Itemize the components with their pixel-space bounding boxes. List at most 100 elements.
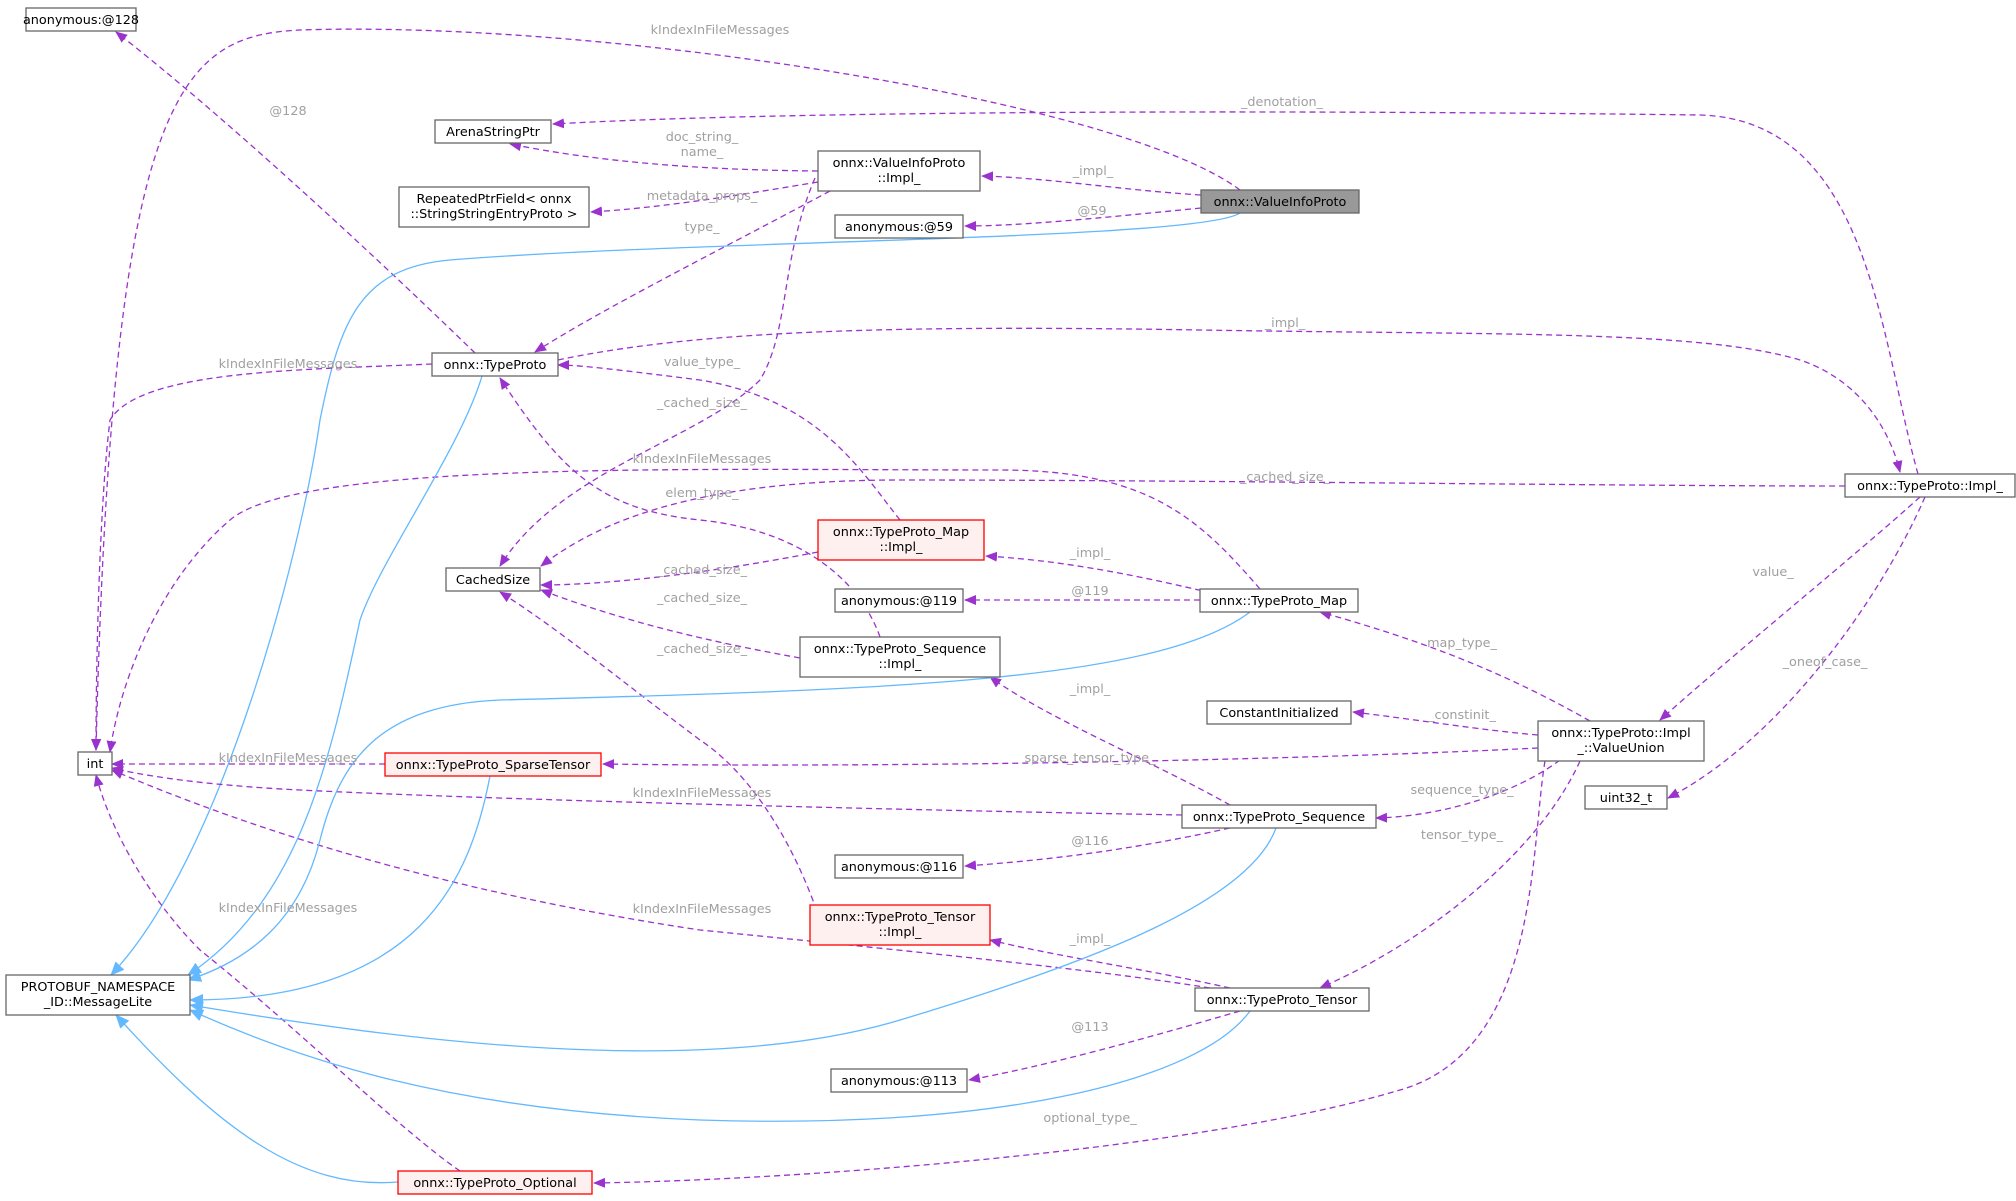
edge-line	[1352, 708, 1539, 736]
edge-label-e27: sparse_tensor_type_	[1025, 751, 1157, 766]
node-int[interactable]: int	[77, 751, 113, 776]
edge-label-e10: kIndexInFileMessages	[219, 357, 358, 372]
node-tp_impl[interactable]: onnx::TypeProto::Impl_	[1844, 473, 2016, 498]
node-msglite[interactable]: PROTOBUF_NAMESPACE_ID::MessageLite	[5, 974, 191, 1016]
inheritance-edge-sparse-to-msglite	[189, 775, 491, 1006]
edge-label-e31: tensor_type_	[1421, 828, 1504, 843]
node-repeated[interactable]: RepeatedPtrField< onnx::StringStringEntr…	[398, 186, 590, 228]
edge-label-e4: doc_string_name_	[666, 130, 739, 160]
usage-edge-valueunion-to-tensor	[1319, 760, 1581, 989]
node-label: onnx::TypeProto_Map::Impl_	[833, 525, 969, 555]
edge-label-e26: _constinit_	[1427, 708, 1496, 723]
node-box	[809, 904, 991, 946]
node-seq[interactable]: onnx::TypeProto_Sequence	[1181, 804, 1377, 829]
edge-line	[1667, 496, 1926, 799]
usage-edge-seq-to-anon116	[964, 827, 1231, 871]
node-box	[799, 636, 1001, 678]
node-typeproto[interactable]: onnx::TypeProto	[431, 352, 559, 377]
node-label: onnx::TypeProto_SparseTensor	[396, 758, 591, 773]
inheritance-edge-map-to-msglite	[187, 611, 1251, 982]
edge-line	[557, 360, 901, 521]
nodes-layer: anonymous:@128ArenaStringPtrRepeatedPtrF…	[5, 7, 2016, 1195]
inheritance-edge-tensor-to-msglite	[189, 1009, 1251, 1122]
node-valueunion[interactable]: onnx::TypeProto::Impl_::ValueUnion	[1537, 720, 1705, 762]
usage-edge-typeproto-to-int	[91, 363, 433, 751]
usage-edge-tp_impl-to-arena	[552, 111, 1919, 475]
usage-edge-valueunion-to-constinit	[1352, 708, 1539, 736]
edge-line	[989, 937, 1231, 989]
node-map_impl[interactable]: onnx::TypeProto_Map::Impl_	[817, 519, 985, 561]
node-anon116[interactable]: anonymous:@116	[834, 854, 964, 879]
edge-label-e36: kIndexInFileMessages	[219, 901, 358, 916]
usage-edge-map_impl-to-typeproto	[557, 360, 901, 521]
edge-label-e28: kIndexInFileMessages	[219, 751, 358, 766]
node-label: anonymous:@128	[23, 13, 139, 28]
edge-line	[1659, 496, 1921, 721]
edge-label-e22: value_	[1752, 565, 1794, 580]
usage-edge-tp_impl-to-cached	[540, 479, 1846, 567]
node-box	[1199, 588, 1359, 613]
edge-line	[187, 611, 1251, 982]
node-sparse[interactable]: onnx::TypeProto_SparseTensor	[384, 752, 602, 777]
edge-label-e6: metadata_props_	[647, 189, 758, 204]
edge-label-e18: _impl_	[1069, 546, 1111, 561]
usage-edge-seq-to-seq_impl	[989, 676, 1231, 806]
inheritance-edge-typeproto-to-msglite	[187, 375, 483, 976]
edge-label-e11: _impl_	[1264, 316, 1306, 331]
node-cached[interactable]: CachedSize	[445, 567, 541, 592]
edge-line	[189, 1009, 1251, 1122]
node-box	[1206, 700, 1352, 725]
edge-label-e1: kIndexInFileMessages	[651, 23, 790, 38]
edge-label-e17: _cached_size_	[656, 563, 748, 578]
node-label: PROTOBUF_NAMESPACE_ID::MessageLite	[21, 980, 176, 1010]
edge-line	[499, 377, 881, 638]
usage-edge-seq-to-int	[111, 765, 1183, 816]
node-anon113[interactable]: anonymous:@113	[830, 1068, 968, 1093]
node-box	[445, 567, 541, 592]
edge-label-e2: _denotation_	[1240, 95, 1324, 110]
node-tensor_impl[interactable]: onnx::TypeProto_Tensor::Impl_	[809, 904, 991, 946]
node-box	[817, 150, 981, 192]
edge-line	[602, 747, 1539, 770]
node-label: int	[87, 757, 104, 772]
node-constinit[interactable]: ConstantInitialized	[1206, 700, 1352, 725]
usage-edge-vip-to-anon59	[964, 207, 1202, 231]
node-vip_impl[interactable]: onnx::ValueInfoProto::Impl_	[817, 150, 981, 192]
node-label: onnx::TypeProto_Sequence::Impl_	[814, 642, 986, 672]
edge-line	[964, 207, 1202, 231]
node-tensor[interactable]: onnx::TypeProto_Tensor	[1194, 987, 1370, 1012]
edge-line	[189, 827, 1277, 1052]
node-anon119[interactable]: anonymous:@119	[834, 588, 964, 613]
usage-edge-optional-to-int	[93, 774, 461, 1172]
edge-line	[985, 551, 1241, 601]
edge-labels-layer: kIndexInFileMessages_denotation_@128doc_…	[219, 23, 1868, 1126]
usage-edge-tensor-to-tensor_impl	[989, 937, 1231, 989]
edge-label-e14: kIndexInFileMessages	[633, 452, 772, 467]
edge-label-e21: _cached_size_	[656, 642, 748, 657]
node-box	[5, 974, 191, 1016]
edge-label-e29: kIndexInFileMessages	[633, 786, 772, 801]
node-label: onnx::TypeProto::Impl_::ValueUnion	[1551, 726, 1690, 756]
node-box	[398, 186, 590, 228]
node-label: uint32_t	[1600, 791, 1653, 806]
node-box	[1200, 189, 1360, 214]
edge-label-e16: elem_type_	[665, 486, 739, 501]
node-uint32[interactable]: uint32_t	[1584, 785, 1668, 810]
node-anon128[interactable]: anonymous:@128	[23, 7, 139, 32]
node-optional[interactable]: onnx::TypeProto_Optional	[397, 1170, 593, 1195]
edge-line	[1319, 610, 1591, 722]
node-vip[interactable]: onnx::ValueInfoProto	[1200, 189, 1360, 214]
node-label: onnx::ValueInfoProto	[1214, 195, 1347, 210]
edge-line	[499, 591, 821, 921]
usage-edge-vip_impl-to-typeproto	[534, 190, 831, 353]
edge-label-e19: _cached_size_	[656, 591, 748, 606]
usage-edge-vip_impl-to-cached	[499, 177, 816, 567]
edge-line	[115, 1014, 399, 1184]
edge-label-e23: _oneof_case_	[1782, 655, 1868, 670]
node-arena[interactable]: ArenaStringPtr	[434, 119, 552, 144]
inheritance-edge-optional-to-msglite	[115, 1014, 399, 1184]
node-anon59[interactable]: anonymous:@59	[834, 214, 964, 239]
usage-edge-valueunion-to-optional	[593, 760, 1546, 1188]
node-seq_impl[interactable]: onnx::TypeProto_Sequence::Impl_	[799, 636, 1001, 678]
node-map[interactable]: onnx::TypeProto_Map	[1199, 588, 1359, 613]
